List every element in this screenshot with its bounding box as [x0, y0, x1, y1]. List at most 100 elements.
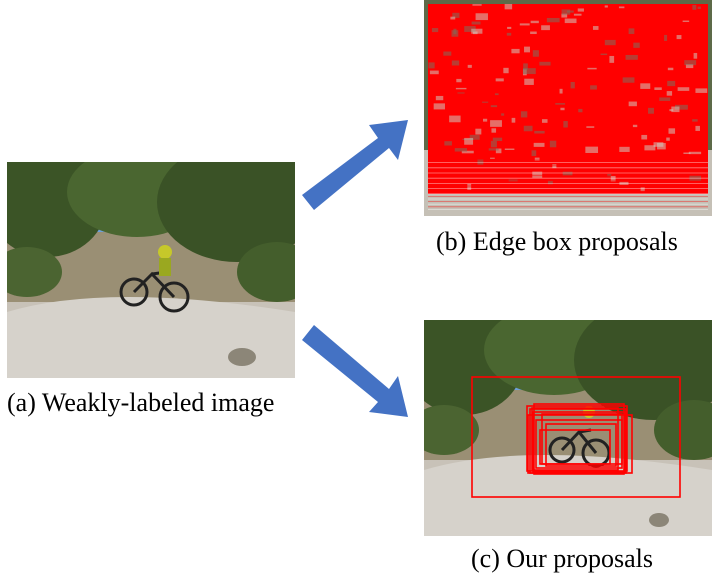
proposal-gap [488, 148, 499, 151]
proposal-gap [533, 142, 545, 147]
proposal-gap [494, 93, 499, 96]
proposal-gap [534, 157, 540, 161]
proposal-gap [539, 61, 551, 66]
arrow-down-right-icon [302, 325, 408, 417]
proposal-gap [587, 67, 597, 70]
proposal-gap [504, 148, 515, 150]
proposal-gap [429, 70, 439, 75]
proposal-gap [590, 85, 597, 90]
proposal-gap [549, 140, 557, 148]
proposal-gap [677, 87, 690, 91]
proposal-gap [511, 48, 520, 54]
proposal-gap [659, 97, 671, 101]
proposal-gap [472, 4, 482, 6]
proposal-gap [688, 151, 702, 155]
proposal-gap [467, 64, 472, 68]
proposal-gap [455, 87, 467, 90]
proposal-gap [524, 78, 534, 85]
proposal-gap [520, 111, 528, 118]
proposal-gap [532, 50, 539, 57]
proposal-gap [546, 17, 560, 23]
weakly-labeled-image [7, 162, 295, 378]
proposal-gap [453, 28, 457, 35]
proposal-gap [433, 103, 445, 110]
proposal-gap [507, 26, 512, 29]
proposal-gap [482, 101, 489, 103]
proposal-gap [666, 91, 673, 96]
edge-box-overlay [424, 0, 712, 216]
proposal-gap [692, 119, 698, 122]
proposal-gap [563, 121, 568, 128]
proposal-gap [641, 134, 648, 140]
proposal-gap [456, 78, 462, 83]
proposal-gap [604, 39, 616, 46]
proposal-gap [495, 78, 504, 82]
proposal-gap [534, 130, 545, 134]
proposal-gap [444, 141, 452, 146]
proposal-gap [464, 26, 476, 32]
proposal-gap [457, 92, 465, 94]
proposal-gap [685, 64, 694, 69]
proposal-gap [664, 34, 668, 41]
proposal-gap [668, 128, 676, 134]
proposal-gap [667, 67, 674, 71]
proposal-gap [452, 12, 460, 18]
proposal-gap [607, 174, 612, 177]
proposal-gap [566, 10, 574, 13]
proposal-gap [504, 4, 513, 10]
proposal-gap [531, 150, 537, 157]
proposal-gap [674, 104, 688, 110]
proposal-gap [490, 140, 497, 148]
proposal-gap [451, 60, 460, 66]
proposal-gap [586, 126, 595, 128]
proposal-gap [577, 8, 584, 12]
proposal-gap [431, 28, 439, 33]
proposal-gap [449, 115, 461, 123]
our-proposals-image [424, 320, 712, 536]
proposal-gap [523, 125, 533, 132]
proposal-gap [461, 150, 474, 154]
proposal-gap [506, 32, 512, 36]
proposal-gap [524, 46, 530, 53]
proposal-gap [471, 28, 483, 34]
proposal-gap [600, 53, 608, 56]
proposal-gap [682, 20, 690, 23]
proposal-gap [671, 106, 680, 113]
proposal-gap [640, 187, 645, 192]
edge-box-proposals-image [424, 0, 712, 216]
arrow-up-right-icon [302, 120, 408, 210]
proposal-gap [585, 146, 599, 153]
proposal-gap [562, 171, 573, 176]
bicycle [548, 428, 611, 468]
proposal-boxes [471, 376, 681, 498]
proposal-gap [666, 137, 670, 141]
proposal-gap [667, 80, 676, 87]
proposal-gap [609, 55, 615, 63]
proposal-gap [475, 13, 488, 21]
mountain-bike-scene [7, 162, 295, 378]
proposal-gap [564, 18, 577, 24]
proposal-gap [475, 128, 482, 135]
proposal-gap [561, 9, 571, 15]
proposal-gap [628, 28, 635, 34]
proposal-gap [684, 60, 697, 66]
proposal-gap [592, 26, 599, 30]
proposal-gap [555, 103, 566, 105]
proposal-gap [435, 95, 444, 101]
proposal-gap [490, 157, 495, 159]
proposal-gap [697, 6, 701, 9]
caption-b: (b) Edge box proposals [436, 227, 678, 256]
proposal-gap [628, 101, 637, 107]
proposal-gap [501, 113, 505, 116]
proposal-gap [495, 148, 502, 154]
proposal-gap [530, 31, 537, 35]
proposal-gap [560, 107, 565, 111]
proposal-gap [654, 87, 662, 90]
proposal-gap [467, 183, 472, 190]
proposal-gap [492, 137, 503, 142]
our-proposals-scene [424, 320, 712, 536]
proposal-gap [622, 77, 635, 83]
proposal-gap [511, 117, 516, 123]
proposal-gap [640, 83, 651, 89]
proposal-gap [625, 54, 638, 60]
